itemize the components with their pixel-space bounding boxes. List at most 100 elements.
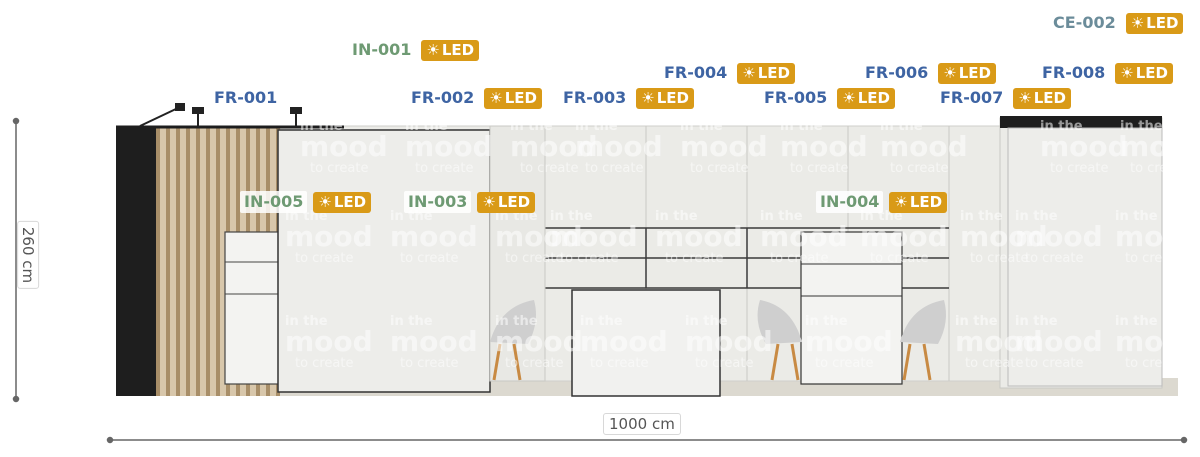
watermark-line-1: in the [880,119,923,134]
front-display-panel [277,129,491,393]
tag-in-001[interactable]: IN-001 ☀LED [348,39,480,61]
watermark-line-3: to create [1125,356,1183,371]
watermark-line-1: in the [655,209,698,224]
tag-code: FR-001 [210,87,282,109]
watermark-line-1: in the [1120,119,1163,134]
watermark-line-1: in the [285,314,328,329]
reception-counter [571,289,721,397]
watermark-line-2: mood [960,220,1048,253]
dim-end [12,117,20,125]
watermark-line-3: to create [295,356,353,371]
watermark-line-3: to create [695,356,753,371]
dim-end [1180,436,1188,444]
tag-code: CE-002 [1049,12,1120,34]
watermark-line-1: in the [680,119,723,134]
led-badge: ☀LED [477,191,536,213]
watermark-line-2: mood [1120,130,1200,163]
watermark-line-1: in the [580,314,623,329]
left-column [116,128,156,396]
tag-code: FR-005 [760,87,832,109]
sun-icon: ☀ [1120,63,1134,82]
watermark-line-2: mood [550,220,638,253]
led-label: LED [1135,63,1169,82]
watermark-line-3: to create [415,161,473,176]
tag-code: FR-002 [407,87,479,109]
watermark-line-1: in the [805,314,848,329]
tag-fr-004[interactable]: FR-004 ☀LED [660,62,796,84]
side-counter [224,231,281,385]
tag-in-004[interactable]: IN-004 ☀LED [816,191,948,213]
tag-ce-002[interactable]: CE-002 ☀LED [1049,12,1184,34]
watermark-line-1: in the [550,209,593,224]
watermark-line-3: to create [690,161,748,176]
watermark-line-3: to create [1025,251,1083,266]
watermark-line-3: to create [505,251,563,266]
watermark-line-1: in the [495,209,538,224]
tag-fr-002[interactable]: FR-002 ☀LED [407,87,543,109]
watermark-line-3: to create [890,161,948,176]
watermark-line-2: mood [860,220,948,253]
chair [490,300,536,381]
watermark-line-1: in the [1015,314,1058,329]
watermark-line-1: in the [1040,119,1083,134]
watermark-line-2: mood [390,220,478,253]
tag-in-003[interactable]: IN-003 ☀LED [404,191,536,213]
watermark-line-1: in the [1015,209,1058,224]
watermark-line-2: mood [685,325,773,358]
led-badge: ☀LED [938,62,997,84]
tag-fr-008[interactable]: FR-008 ☀LED [1038,62,1174,84]
watermark-line-3: to create [505,356,563,371]
watermark-line-2: mood [955,325,1043,358]
tag-code: FR-006 [861,62,933,84]
sun-icon: ☀ [1130,13,1145,32]
led-badge: ☀LED [636,87,695,109]
led-badge: ☀LED [1115,62,1174,84]
tag-fr-003[interactable]: FR-003 ☀LED [559,87,695,109]
tag-fr-006[interactable]: FR-006 ☀LED [861,62,997,84]
watermark-line-3: to create [970,251,1028,266]
led-label: LED [441,40,475,59]
tag-fr-001[interactable]: FR-001 [210,87,282,109]
dim-end [106,436,114,444]
watermark-line-3: to create [770,251,828,266]
watermark-line-1: in the [1115,209,1158,224]
sun-icon: ☀ [742,63,756,82]
tag-code: FR-004 [660,62,732,84]
chair [900,300,946,381]
led-badge: ☀LED [1013,87,1072,109]
led-badge: ☀LED [484,87,543,109]
watermark-line-2: mood [405,130,493,163]
watermark-line-2: mood [1115,325,1200,358]
led-label: LED [909,192,943,211]
watermark-line-1: in the [300,119,343,134]
tag-in-005[interactable]: IN-005 ☀LED [240,191,372,213]
led-badge: ☀LED [889,191,948,213]
chair-leg [512,343,522,381]
watermark-line-1: in the [495,314,538,329]
chair-leg [790,343,800,381]
led-badge: ☀LED [313,191,372,213]
watermark-line-3: to create [815,356,873,371]
ceiling-element [1000,116,1162,128]
tag-fr-007[interactable]: FR-007 ☀LED [936,87,1072,109]
led-label: LED [497,192,531,211]
led-label: LED [1033,88,1067,107]
led-label: LED [857,88,891,107]
tag-fr-005[interactable]: FR-005 ☀LED [760,87,896,109]
chair-leg [922,343,932,381]
right-front-panel [1007,127,1163,387]
watermark-line-2: mood [1015,325,1103,358]
watermark-line-2: mood [1015,220,1103,253]
